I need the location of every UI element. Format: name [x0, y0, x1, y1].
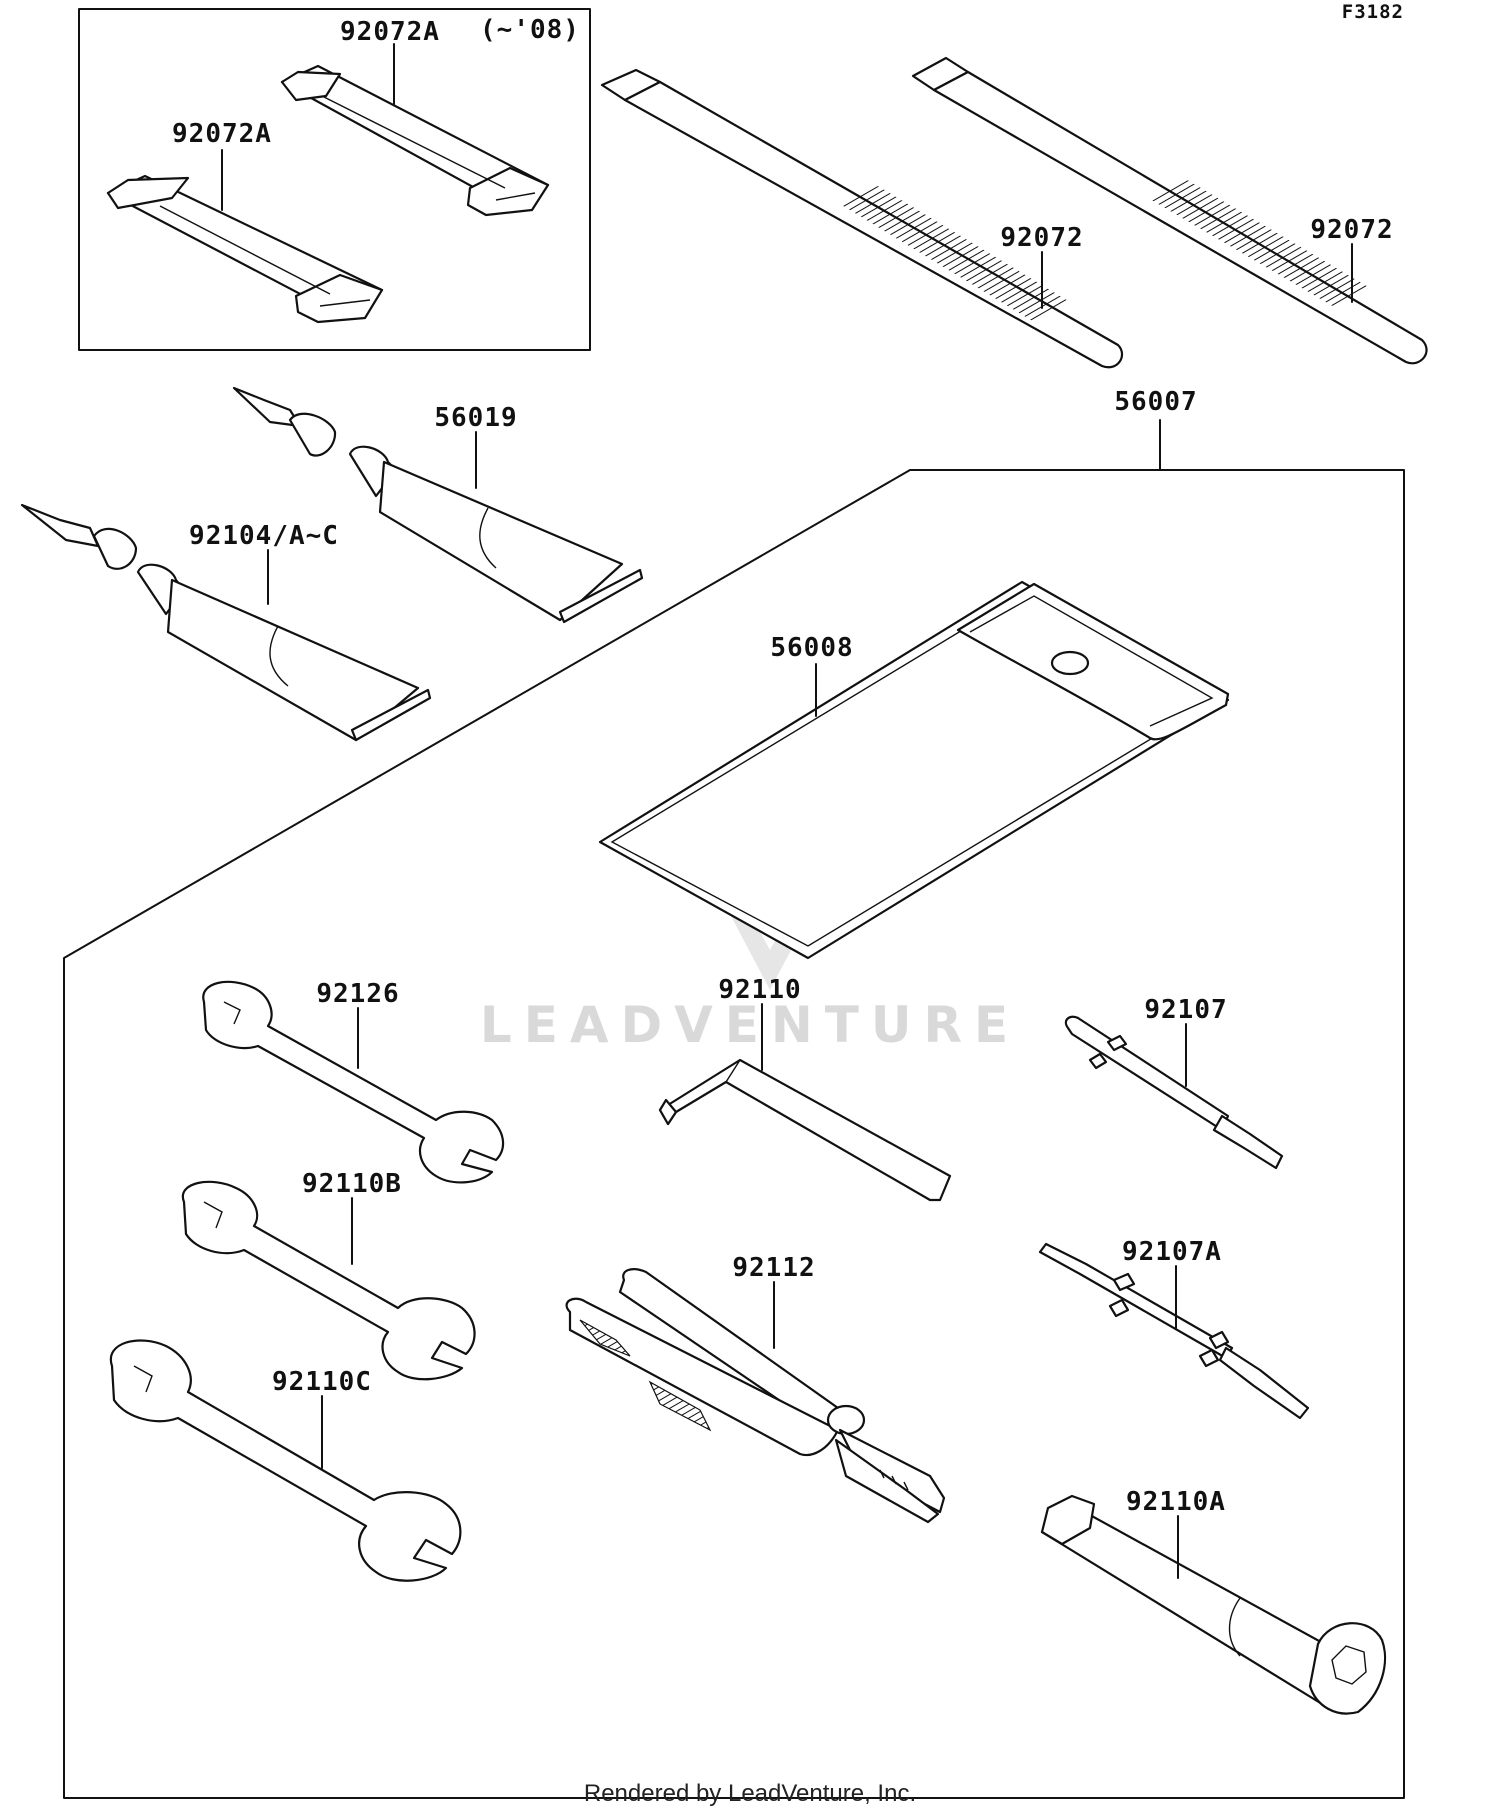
cable-tie-left-part — [600, 68, 1124, 369]
footer-credit: Rendered by LeadVenture, Inc. — [584, 1780, 916, 1807]
callout-wrench-1: 92126 — [316, 979, 399, 1009]
callout-screwdriver-bit: 92107 — [1144, 995, 1227, 1025]
tool-kit-outline — [63, 469, 1405, 1799]
callout-screwdriver-double: 92107A — [1122, 1237, 1222, 1267]
watermark-text: LEADVENTURE — [480, 996, 1020, 1054]
strap-group-box — [78, 8, 591, 351]
wrench-92126-part — [202, 980, 505, 1184]
callout-hex-key: 92110 — [718, 975, 801, 1005]
callout-strap-bottom: 92072A — [172, 119, 272, 149]
callout-tube-lower: 92104/A~C — [189, 521, 339, 551]
callout-wrench-3: 92110C — [272, 1367, 372, 1397]
callout-tool-kit: 56007 — [1114, 387, 1197, 417]
callout-tie-left: 92072 — [1000, 223, 1083, 253]
callout-wrench-2: 92110B — [302, 1169, 402, 1199]
leader-lines — [221, 43, 1353, 1579]
callout-tie-right: 92072 — [1310, 215, 1393, 245]
strap-bottom-part — [106, 174, 384, 324]
tube-upper-part — [232, 386, 644, 624]
callout-pliers: 92112 — [732, 1253, 815, 1283]
callout-strap-top: 92072A — [340, 17, 440, 47]
pliers-92112-part — [565, 1268, 946, 1524]
callout-spark-plug-wrench: 92110A — [1126, 1487, 1226, 1517]
hex-key-92110-part — [658, 1058, 952, 1202]
wrench-92110B-part — [181, 1180, 476, 1381]
callout-tube-upper: 56019 — [434, 403, 517, 433]
tool-case-part — [598, 580, 1230, 960]
callout-strap-group-note: (~'08) — [480, 15, 580, 45]
screwdriver-bit-92107-part — [1064, 1015, 1284, 1170]
callout-tool-case: 56008 — [770, 633, 853, 663]
cable-tie-right-part — [911, 56, 1428, 365]
strap-top-part — [280, 64, 550, 217]
spark-plug-wrench-92110A-part — [1040, 1494, 1386, 1715]
figure-id: F3182 — [1342, 1, 1404, 23]
wrench-92110C-part — [109, 1339, 462, 1582]
tube-lower-part — [20, 503, 432, 742]
screwdriver-double-92107A-part — [1038, 1242, 1310, 1420]
